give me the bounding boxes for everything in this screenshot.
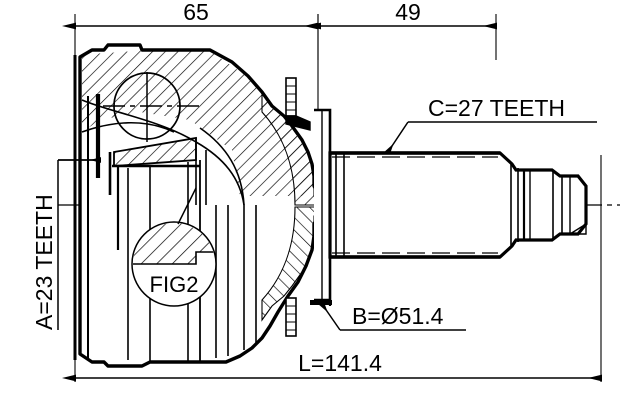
dimension-49-label: 49 bbox=[395, 0, 421, 25]
shaft-taper bbox=[335, 153, 345, 257]
dimension-65: 65 bbox=[62, 0, 318, 30]
callout-b-label: B=Ø51.4 bbox=[352, 303, 444, 329]
detail-circle-fig2: FIG2 bbox=[131, 187, 217, 307]
callout-b-diameter: B=Ø51.4 bbox=[319, 301, 466, 331]
callout-c-label: C=27 TEETH bbox=[428, 95, 565, 121]
detail-label-fig2: FIG2 bbox=[150, 272, 199, 297]
housing-wall-hatch-right bbox=[261, 90, 317, 322]
joint-ball bbox=[103, 72, 200, 142]
seal-ring bbox=[285, 77, 311, 131]
callout-a-23-teeth: A=23 TEETH bbox=[31, 157, 101, 330]
dimension-overall-length-label: L=141.4 bbox=[298, 350, 382, 376]
seal-ring-lower bbox=[285, 297, 297, 337]
output-shaft bbox=[328, 151, 588, 259]
dimension-overall-length: L=141.4 bbox=[62, 350, 602, 382]
dimension-49: 49 bbox=[307, 0, 497, 30]
housing-section-hatch bbox=[82, 50, 315, 196]
dimension-65-label: 65 bbox=[183, 0, 209, 25]
callout-a-label: A=23 TEETH bbox=[31, 194, 57, 330]
callout-c-27-teeth: C=27 TEETH bbox=[385, 95, 597, 155]
